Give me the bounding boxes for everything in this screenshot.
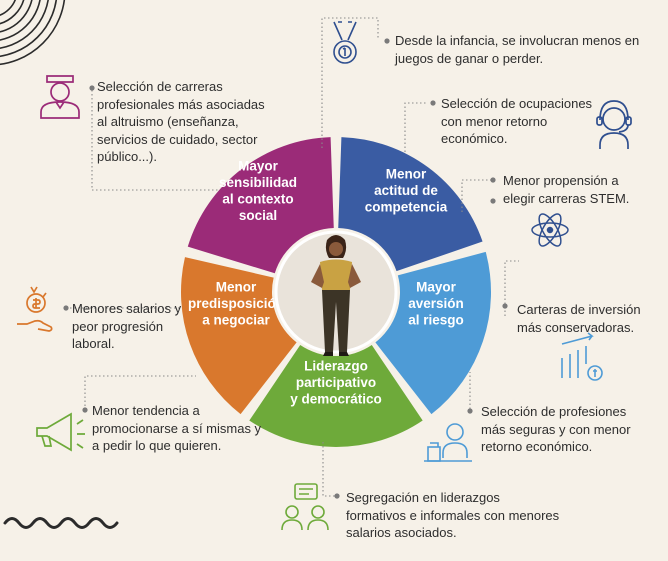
note-carreras: Selección de carreras profesionales más … (97, 79, 265, 164)
megaphone-icon (36, 412, 85, 452)
medal-icon (333, 21, 357, 64)
segment-label-riesgo: al riesgo (408, 313, 464, 328)
segment-label-competencia: competencia (365, 200, 448, 215)
note-segregacion: Segregación en liderazgos formativos e i… (346, 490, 560, 540)
note-promocion: Menor tendencia a promocionarse a sí mis… (92, 403, 262, 453)
note-ocupaciones: Selección de ocupaciones con menor retor… (441, 96, 593, 146)
segment-sensibilidad (187, 137, 334, 274)
segment-label-riesgo: aversión (408, 296, 464, 311)
connectors (66, 17, 519, 497)
segment-label-sensibilidad: Mayor (238, 158, 279, 173)
woman-figure-icon (311, 235, 361, 356)
headset-operator-icon (596, 100, 632, 149)
carer-icon (40, 75, 80, 119)
segment-label-riesgo: Mayor (416, 280, 457, 295)
note-salarios: Menores salarios y peor progresión labor… (72, 301, 182, 351)
zigzag-doodle (3, 517, 119, 529)
group-leaders-icon (281, 483, 329, 531)
cashier-icon (424, 423, 472, 462)
segment-label-negociar: Menor (216, 280, 257, 295)
segment-label-sensibilidad: al contexto (222, 191, 293, 206)
note-infancia: Desde la infancia, se involucran menos e… (395, 33, 640, 66)
segment-label-competencia: actitud de (374, 183, 438, 198)
segment-label-liderazgo: Liderazgo (304, 359, 368, 374)
segment-label-sensibilidad: sensibilidad (219, 175, 297, 190)
segment-label-negociar: predisposición (188, 296, 284, 311)
segment-label-negociar: a negociar (202, 313, 270, 328)
concentric-doodle (0, 0, 66, 66)
segment-label-liderazgo: participativo (296, 375, 376, 390)
segment-liderazgo (249, 345, 423, 447)
connector-dots (63, 38, 508, 499)
segment-negociar (181, 257, 297, 415)
segment-riesgo (375, 251, 491, 415)
note-inversion: Carteras de inversión más conservadoras. (517, 302, 641, 335)
segment-label-liderazgo: y democrático (290, 392, 382, 407)
salary-hand-icon (17, 286, 53, 332)
atom-icon (531, 213, 569, 247)
segment-label-sensibilidad: social (239, 208, 277, 223)
note-profesiones: Selección de profesiones más seguras y c… (481, 404, 631, 454)
segment-competencia (338, 137, 483, 272)
note-stem: Menor propensión a elegir carreras STEM. (503, 173, 630, 206)
investment-chart-icon (561, 332, 603, 381)
segment-label-competencia: Menor (386, 167, 427, 182)
